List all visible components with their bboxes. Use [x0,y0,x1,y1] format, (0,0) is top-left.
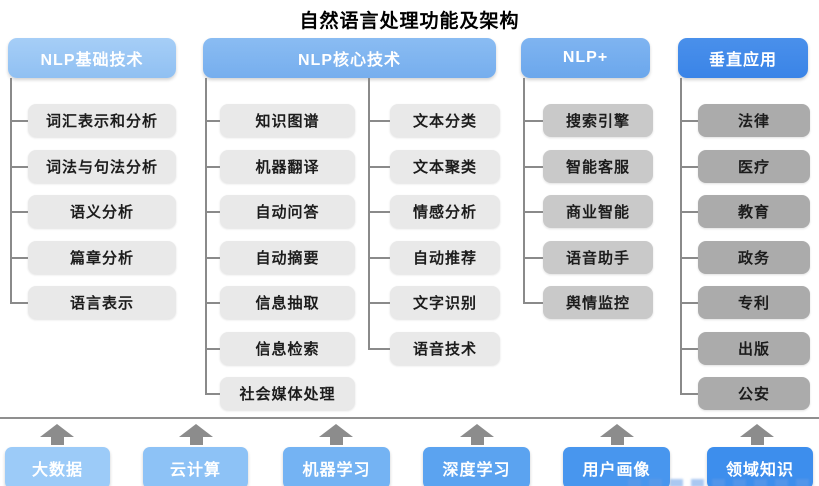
node-information-retrieval: 信息检索 [220,332,355,365]
foundation-big-data: 大数据 [5,447,110,486]
foundation-cloud-computing: 云计算 [143,447,248,486]
column-header-nlp-plus: NLP+ [521,38,650,78]
foundation-machine-learning: 机器学习 [283,447,390,486]
node-speech-technology: 语音技术 [390,332,500,365]
node-information-extraction: 信息抽取 [220,286,355,319]
node-auto-recommendation: 自动推荐 [390,241,500,274]
node-sentiment-analysis: 情感分析 [390,195,500,228]
column-header-nlp-core: NLP核心技术 [203,38,496,78]
node-search-engine: 搜索引擎 [543,104,653,137]
node-legal: 法律 [698,104,810,137]
up-arrow-icon [460,424,494,445]
node-government: 政务 [698,241,810,274]
node-semantic-analysis: 语义分析 [28,195,176,228]
column-header-vertical-apps: 垂直应用 [678,38,808,78]
foundation-separator-line [0,417,819,419]
node-publishing: 出版 [698,332,810,365]
watermark [628,479,816,486]
node-morph-syntax-analysis: 词法与句法分析 [28,150,176,183]
node-voice-assistant: 语音助手 [543,241,653,274]
up-arrow-icon [179,424,213,445]
up-arrow-icon [600,424,634,445]
connector-line-basic [10,78,12,303]
page-title: 自然语言处理功能及架构 [299,11,520,32]
node-auto-summarization: 自动摘要 [220,241,355,274]
node-opinion-monitoring: 舆情监控 [543,286,653,319]
node-machine-translation: 机器翻译 [220,150,355,183]
node-social-media-processing: 社会媒体处理 [220,377,355,410]
node-ocr: 文字识别 [390,286,500,319]
node-public-security: 公安 [698,377,810,410]
up-arrow-icon [40,424,74,445]
node-medical: 医疗 [698,150,810,183]
node-language-representation: 语言表示 [28,286,176,319]
foundation-deep-learning: 深度学习 [423,447,530,486]
node-business-intelligence: 商业智能 [543,195,653,228]
connector-line-core-right [368,78,370,349]
connector-line-vertical-apps [680,78,682,394]
up-arrow-icon [740,424,774,445]
node-text-clustering: 文本聚类 [390,150,500,183]
node-patent: 专利 [698,286,810,319]
node-lexical-representation: 词汇表示和分析 [28,104,176,137]
node-text-classification: 文本分类 [390,104,500,137]
node-knowledge-graph: 知识图谱 [220,104,355,137]
node-smart-customer-service: 智能客服 [543,150,653,183]
node-discourse-analysis: 篇章分析 [28,241,176,274]
node-auto-qa: 自动问答 [220,195,355,228]
up-arrow-icon [319,424,353,445]
node-education: 教育 [698,195,810,228]
column-header-nlp-basic: NLP基础技术 [8,38,176,78]
connector-line-nlp-plus [523,78,525,303]
connector-line-core-left [205,78,207,394]
